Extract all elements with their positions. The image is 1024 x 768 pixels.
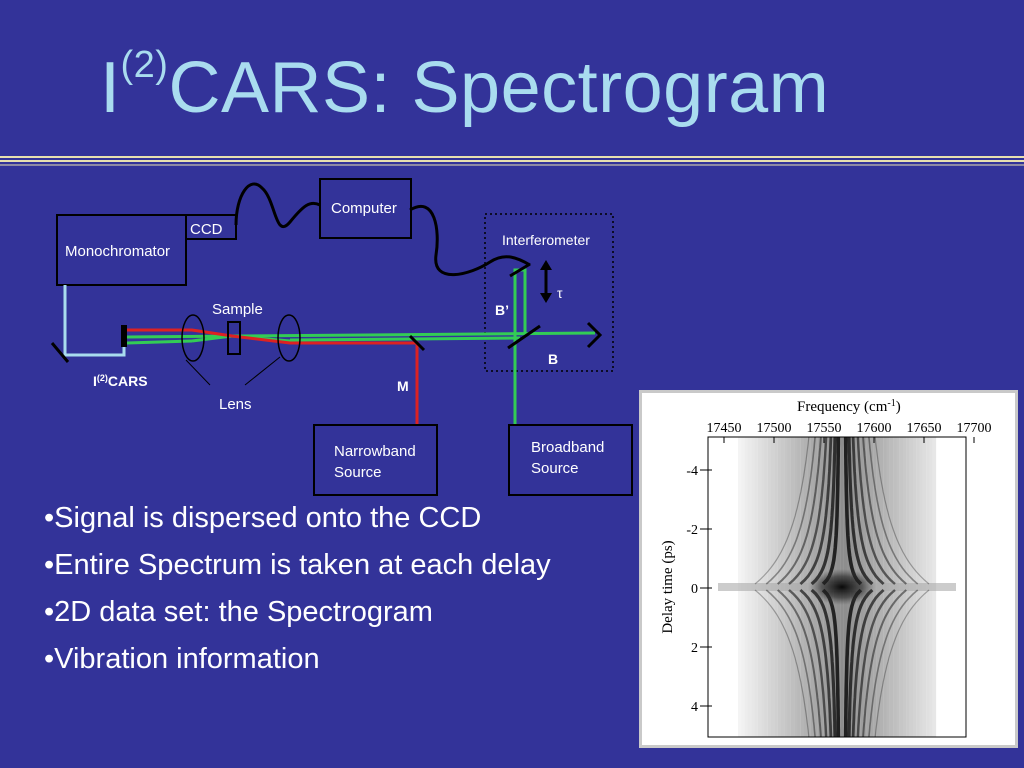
narrowband-source-box (313, 424, 438, 496)
y-tick-label: 2 (691, 641, 698, 656)
computer-label: Computer (331, 200, 397, 217)
computer-cable (234, 182, 321, 229)
x-tick-label: 17500 (757, 421, 792, 436)
beamsplitter (507, 324, 541, 350)
delay-arrow-head-down (540, 293, 552, 303)
title-main: CARS: Spectrogram (168, 48, 830, 128)
interferometer-box (484, 213, 614, 372)
b-label: B (548, 351, 558, 367)
computer-box (319, 178, 412, 239)
lens-label: Lens (219, 396, 252, 413)
setup-diagram: Computer Monochromator CCD Interferomete… (50, 178, 633, 496)
monochromator-box (56, 214, 187, 286)
narrowband-beam (126, 328, 419, 425)
y-tick-label: -4 (686, 464, 698, 479)
b-prime-label: B’ (495, 302, 509, 318)
mirror-top (509, 262, 531, 278)
y-tick-label: 0 (691, 582, 698, 597)
spectrogram-xlabel: Frequency (cm-1) (797, 398, 901, 415)
lens-pointer-right (244, 356, 281, 386)
green-beam-focus-1 (191, 334, 233, 343)
x-tick-label: 17650 (907, 421, 942, 436)
delay-arrow-head-up (540, 260, 552, 270)
green-beam-main-2 (125, 339, 193, 345)
slide-title: I(2)CARS: Spectrogram (100, 46, 829, 124)
y-tick-label: -2 (686, 523, 698, 538)
beam-arrow-right (586, 321, 603, 349)
sample-label: Sample (212, 301, 263, 318)
mirror-m (408, 334, 426, 352)
spectrogram-ylabel: Delay time (ps) (660, 540, 676, 633)
beam-block (121, 325, 127, 347)
spectrogram-plot (708, 437, 966, 737)
tau-label: τ (557, 285, 563, 301)
broadband-source-label-1: Broadband (531, 439, 604, 456)
broadband-beam (513, 268, 527, 425)
spectrogram-figure: Frequency (cm-1) Delay time (ps) 17450 17… (639, 390, 1018, 748)
ccd-box (185, 214, 237, 240)
icars-label: I(2)CARS (93, 373, 148, 389)
lens-left (181, 314, 205, 362)
bullet-list: •Signal is dispersed onto the CCD •Entir… (44, 500, 584, 688)
lens-right (277, 314, 301, 362)
lens-pointer-left (185, 359, 211, 386)
title-divider (0, 156, 1024, 166)
broadband-source-box (508, 424, 633, 496)
x-tick-label: 17550 (807, 421, 842, 436)
detector-path (63, 285, 126, 357)
ccd-label: CCD (190, 221, 223, 238)
green-beam-right (289, 336, 521, 342)
bullet-item: •Vibration information (44, 643, 320, 675)
bullet-item: •Signal is dispersed onto the CCD (44, 502, 482, 534)
sample-cell (227, 321, 241, 355)
x-tick-label: 17700 (957, 421, 992, 436)
narrowband-source-label-1: Narrowband (334, 443, 416, 460)
narrowband-source-label-2: Source (334, 464, 382, 481)
m-label: M (397, 378, 409, 394)
title-prefix: I (100, 48, 121, 128)
detector-mirror (50, 342, 70, 363)
interferometer-cable (409, 205, 531, 277)
bullet-item: •Entire Spectrum is taken at each delay (44, 549, 551, 581)
title-superscript: (2) (120, 44, 169, 86)
x-tick-label: 17450 (707, 421, 742, 436)
monochromator-label: Monochromator (65, 243, 170, 260)
y-tick-label: 4 (691, 700, 698, 715)
bullet-item: •2D data set: the Spectrogram (44, 596, 433, 628)
spectrogram-axes (707, 436, 967, 738)
broadband-source-label-2: Source (531, 460, 579, 477)
x-tick-label: 17600 (857, 421, 892, 436)
interferometer-label: Interferometer (502, 232, 590, 248)
